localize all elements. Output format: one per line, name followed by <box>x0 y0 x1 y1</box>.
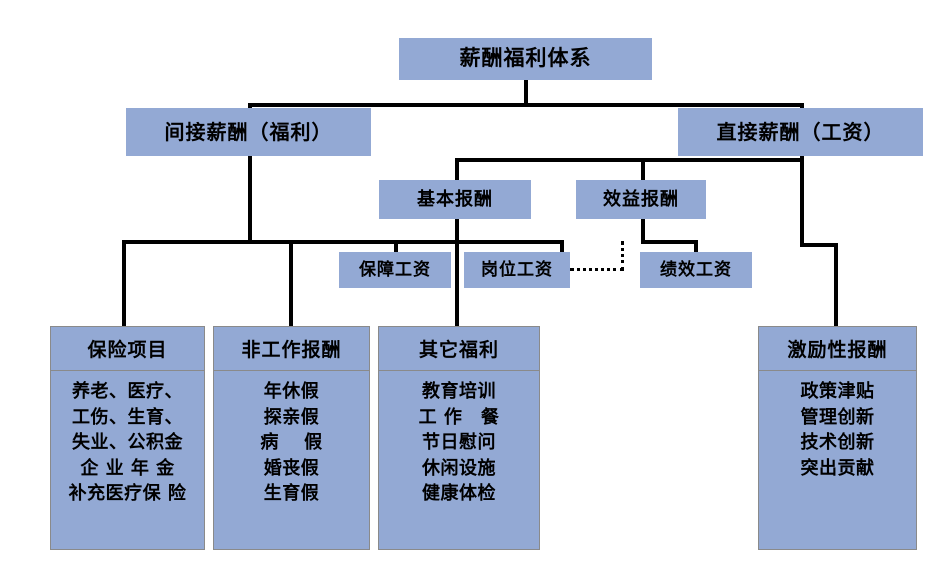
connector-nonwork-drop <box>289 240 293 330</box>
group-box-insurance[interactable]: 保险项目 养老、医疗、 工伤、生育、 失业、公积金 企 业 年 金 补充医疗保 … <box>50 326 205 550</box>
group-title-other-benefits: 其它福利 <box>379 327 539 371</box>
group-item: 养老、医疗、 <box>72 381 183 402</box>
group-title-incentive: 激励性报酬 <box>759 327 916 371</box>
node-performance-pay[interactable]: 效益报酬 <box>576 180 706 219</box>
group-box-incentive[interactable]: 激励性报酬 政策津贴 管理创新 技术创新 突出贡献 <box>758 326 917 550</box>
connector-incentive-drop <box>834 243 838 330</box>
connector-basic-stem <box>455 218 459 243</box>
group-title-non-work: 非工作报酬 <box>214 327 369 371</box>
node-performance-pay-label: 效益报酬 <box>603 188 679 210</box>
connector-position-merit-dotted-h <box>570 268 624 271</box>
group-item: 补充医疗保 险 <box>68 483 187 505</box>
node-basic-pay[interactable]: 基本报酬 <box>379 180 531 219</box>
connector-guarantee-drop <box>394 240 398 255</box>
node-direct-compensation-label: 直接薪酬（工资） <box>716 120 885 144</box>
group-item: 健康体检 <box>422 483 496 505</box>
node-indirect-compensation-label: 间接薪酬（福利） <box>164 120 333 144</box>
group-items-non-work: 年休假 探亲假 病 假 婚丧假 生育假 <box>214 371 369 549</box>
node-merit-wage-label: 绩效工资 <box>660 259 732 280</box>
connector-insurance-drop <box>122 240 126 330</box>
group-item: 婚丧假 <box>263 457 320 479</box>
group-item: 探亲假 <box>263 406 320 428</box>
group-item: 节日慰问 <box>422 432 496 454</box>
group-item: 教育培训 <box>422 381 496 402</box>
node-direct-compensation[interactable]: 直接薪酬（工资） <box>678 108 923 156</box>
group-item: 年休假 <box>263 381 320 402</box>
node-guarantee-wage-label: 保障工资 <box>359 259 431 280</box>
node-position-wage-label: 岗位工资 <box>481 259 553 280</box>
connector-direct-children-bar <box>455 158 804 162</box>
connector-merit-drop <box>694 240 698 255</box>
group-items-other-benefits: 教育培训 工 作 餐 节日慰问 休闲设施 健康体检 <box>379 371 539 549</box>
connector-direct-spine <box>800 150 804 247</box>
node-root[interactable]: 薪酬福利体系 <box>399 38 652 80</box>
connector-performance-stem <box>641 218 645 243</box>
node-merit-wage[interactable]: 绩效工资 <box>640 252 752 288</box>
node-basic-pay-label: 基本报酬 <box>417 188 493 210</box>
connector-basic-drop <box>455 158 459 180</box>
group-box-non-work[interactable]: 非工作报酬 年休假 探亲假 病 假 婚丧假 生育假 <box>213 326 370 550</box>
group-item: 工 作 餐 <box>418 406 500 428</box>
node-position-wage[interactable]: 岗位工资 <box>464 252 570 288</box>
connector-basic-children-bar <box>394 240 564 244</box>
connector-root-stem <box>524 79 528 106</box>
node-guarantee-wage[interactable]: 保障工资 <box>339 252 451 288</box>
group-items-insurance: 养老、医疗、 工伤、生育、 失业、公积金 企 业 年 金 补充医疗保 险 <box>51 371 204 549</box>
group-item: 管理创新 <box>800 406 875 428</box>
group-item: 生育假 <box>263 483 320 505</box>
connector-position-drop <box>560 240 564 255</box>
group-box-other-benefits[interactable]: 其它福利 教育培训 工 作 餐 节日慰问 休闲设施 健康体检 <box>378 326 540 550</box>
connector-root-bar <box>248 103 804 107</box>
connector-incentive-bar <box>800 243 838 247</box>
group-item: 企 业 年 金 <box>80 457 175 479</box>
group-item: 技术创新 <box>800 432 875 454</box>
group-item: 政策津贴 <box>800 381 875 402</box>
connector-position-merit-dotted-v <box>621 241 624 271</box>
node-root-label: 薪酬福利体系 <box>459 46 592 71</box>
group-item: 突出贡献 <box>800 457 875 479</box>
connector-merit-bar <box>641 240 698 244</box>
group-item: 工伤、生育、 <box>72 406 183 428</box>
connector-indirect-spine <box>248 156 252 243</box>
node-indirect-compensation[interactable]: 间接薪酬（福利） <box>126 108 371 156</box>
connector-performance-drop <box>641 158 645 180</box>
connector-otherbenefits-drop <box>455 240 459 330</box>
group-item: 病 假 <box>260 432 323 454</box>
group-item: 休闲设施 <box>422 457 496 479</box>
group-title-insurance: 保险项目 <box>51 327 204 371</box>
group-item: 失业、公积金 <box>72 432 183 454</box>
group-items-incentive: 政策津贴 管理创新 技术创新 突出贡献 <box>759 371 916 549</box>
